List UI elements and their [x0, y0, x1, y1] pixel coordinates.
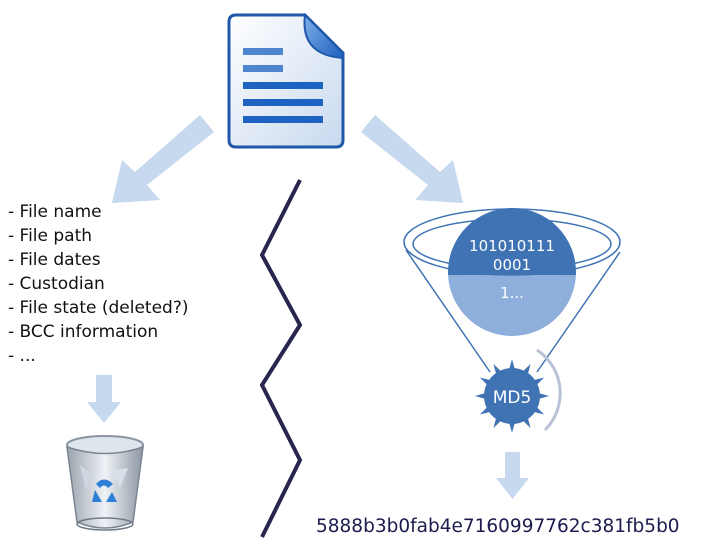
gear-spike	[508, 421, 516, 433]
zigzag-divider	[259, 179, 303, 538]
metadata-item: - File path	[8, 226, 92, 246]
document-icon	[227, 12, 345, 149]
metadata-item: - BCC information	[8, 322, 158, 342]
md5-label: MD5	[493, 388, 532, 408]
arrow-down-left	[87, 375, 121, 423]
binary-line-2: 0001	[493, 256, 531, 274]
md5-gear-icon: MD5	[475, 348, 562, 433]
metadata-item: - File name	[8, 202, 102, 222]
arrow-left-down	[112, 115, 214, 203]
binary-line-3: 1...	[500, 284, 524, 302]
metadata-item: - File dates	[8, 250, 101, 270]
gear-spike	[537, 392, 549, 400]
recycle-bin-icon	[66, 435, 144, 531]
arrow-down-right	[496, 452, 529, 499]
gear-spike	[508, 359, 516, 371]
binary-line-1: 101010111	[469, 237, 555, 255]
metadata-item: - ...	[8, 346, 36, 366]
md5-hash-value: 5888b3b0fab4e7160997762c381fb5b0	[316, 516, 680, 537]
metadata-item: - File state (deleted?)	[8, 298, 189, 318]
metadata-list: - File name - File path - File dates - C…	[8, 202, 189, 366]
arrow-right-down	[361, 115, 463, 203]
hash-funnel: 101010111 0001 1...	[403, 208, 621, 373]
metadata-item: - Custodian	[8, 274, 105, 294]
gear-spike	[475, 392, 487, 400]
